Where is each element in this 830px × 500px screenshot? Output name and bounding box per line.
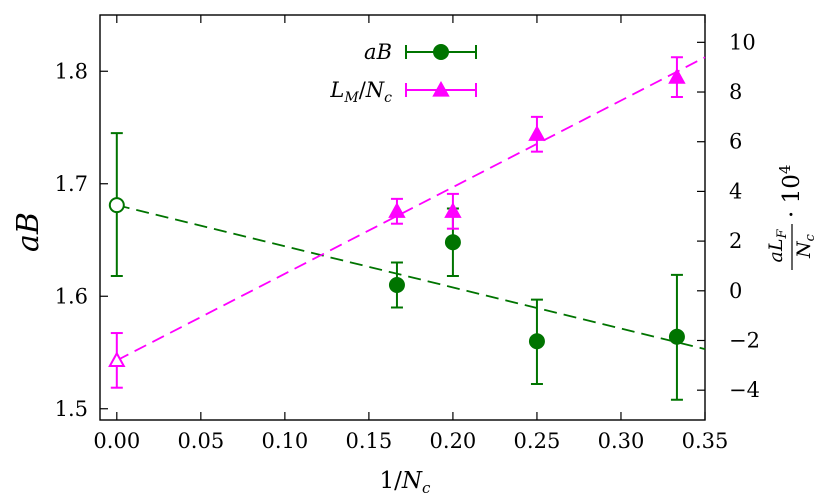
data-point — [528, 333, 545, 350]
legend-marker — [432, 80, 450, 97]
data-point — [444, 202, 462, 218]
y2-tick-label: −4 — [729, 378, 760, 402]
series-aB — [108, 132, 706, 401]
legend-marker — [433, 44, 449, 60]
y-tick-label: 1.7 — [55, 172, 88, 196]
y2-tick-label: 4 — [729, 179, 742, 203]
legend-label: LM/Nc — [329, 78, 392, 106]
data-point — [388, 277, 405, 293]
y2-tick-label: 2 — [729, 229, 742, 253]
y2-tick-label: 8 — [729, 80, 742, 104]
axis-layer: 0.00 0.05 0.10 0.15 0.20 0.25 0.30 0.35 1.5 1.6 1.… — [55, 15, 760, 453]
data-point — [528, 125, 546, 141]
x-tick-label: 0.15 — [346, 429, 393, 453]
legend: aB LM/Nc — [329, 40, 477, 106]
x-tick-label: 0.30 — [598, 429, 645, 453]
y2-tick-label: 6 — [729, 130, 742, 154]
svg-text:Nc: Nc — [793, 233, 818, 259]
y-tick-label: 1.5 — [55, 397, 88, 421]
svg-text:aLF: aLF — [765, 229, 790, 263]
y2-tick-label: 10 — [729, 30, 756, 54]
x-tick-label: 0.20 — [430, 429, 477, 453]
plot-frame — [99, 14, 706, 421]
y2-axis-label: aLF Nc · 104 — [765, 165, 818, 270]
y-tick-label: 1.8 — [55, 59, 88, 83]
y-tick-label: 1.6 — [55, 284, 88, 308]
data-point — [668, 68, 686, 84]
series-layer — [108, 56, 706, 401]
data-point — [388, 202, 406, 218]
svg-text:· 104: · 104 — [776, 165, 805, 218]
x-tick-label: 0.25 — [514, 429, 561, 453]
y-axis-label: aB — [11, 212, 46, 252]
legend-label: aB — [364, 40, 392, 64]
x-tick-label: 0.35 — [682, 429, 729, 453]
series-LM-over-Nc — [108, 56, 706, 389]
x-tick-label: 0.10 — [261, 429, 308, 453]
y2-tick-label: −2 — [729, 328, 760, 352]
x-axis-label: 1/Nc — [380, 468, 432, 497]
fit-line — [116, 56, 706, 362]
x-tick-label: 0.05 — [177, 429, 224, 453]
data-point — [444, 234, 461, 251]
fit-line — [116, 204, 706, 350]
data-point — [668, 328, 685, 345]
extrapolated-point — [108, 351, 126, 367]
x-tick-label: 0.00 — [93, 429, 140, 453]
y2-tick-label: 0 — [729, 279, 742, 303]
extrapolated-point — [108, 197, 125, 214]
